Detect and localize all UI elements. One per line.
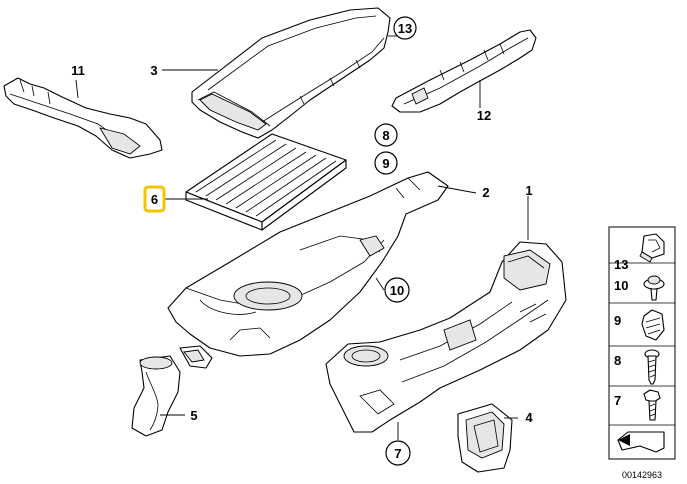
callout-5: 5 [190, 408, 197, 423]
part-2-housing-lower[interactable] [167, 171, 449, 369]
clip-nut-icon [639, 233, 665, 263]
callout-circle-7: 7 [385, 440, 411, 466]
legend-label-10: 10 [614, 278, 628, 293]
callout-13: 13 [398, 21, 412, 36]
hex-bolt-icon [643, 389, 661, 421]
part-11-duct[interactable] [3, 77, 163, 159]
callout-3: 3 [150, 63, 157, 78]
leader-lines [75, 35, 529, 440]
callout-6: 6 [151, 192, 158, 207]
callout-2: 2 [482, 185, 489, 200]
callout-6-highlight[interactable]: 6 [143, 185, 166, 213]
part-3-filter-cover[interactable] [191, 7, 391, 139]
screw-icon [644, 349, 660, 385]
catalog-number: 00142963 [622, 470, 662, 480]
legend-label-7: 7 [614, 393, 621, 408]
screw-washer-icon [643, 275, 665, 301]
legend-label-9: 9 [614, 313, 621, 328]
part-6-air-filter[interactable] [185, 133, 347, 231]
part-1-intake-duct[interactable] [325, 241, 567, 433]
callout-12: 12 [477, 108, 491, 123]
callout-circle-9: 9 [374, 151, 398, 175]
callout-10: 10 [390, 283, 404, 298]
small-parts-legend: 13 10 9 8 7 [608, 226, 676, 460]
part-4-adapter[interactable] [457, 403, 513, 473]
plug-icon [641, 309, 665, 341]
view-symbol-icon [617, 431, 665, 453]
callout-4: 4 [525, 410, 533, 425]
part-5-hose[interactable] [131, 355, 181, 437]
callout-7: 7 [394, 446, 401, 461]
callout-1: 1 [525, 183, 532, 198]
callout-circle-13: 13 [393, 16, 417, 40]
callout-9: 9 [382, 156, 389, 171]
callout-circle-10: 10 [384, 277, 410, 303]
part-12-bracket[interactable] [391, 29, 537, 113]
callout-11: 11 [71, 63, 85, 78]
callout-8: 8 [382, 128, 389, 143]
legend-label-8: 8 [614, 353, 621, 368]
callout-circle-8: 8 [374, 123, 398, 147]
legend-label-13: 13 [614, 257, 628, 272]
